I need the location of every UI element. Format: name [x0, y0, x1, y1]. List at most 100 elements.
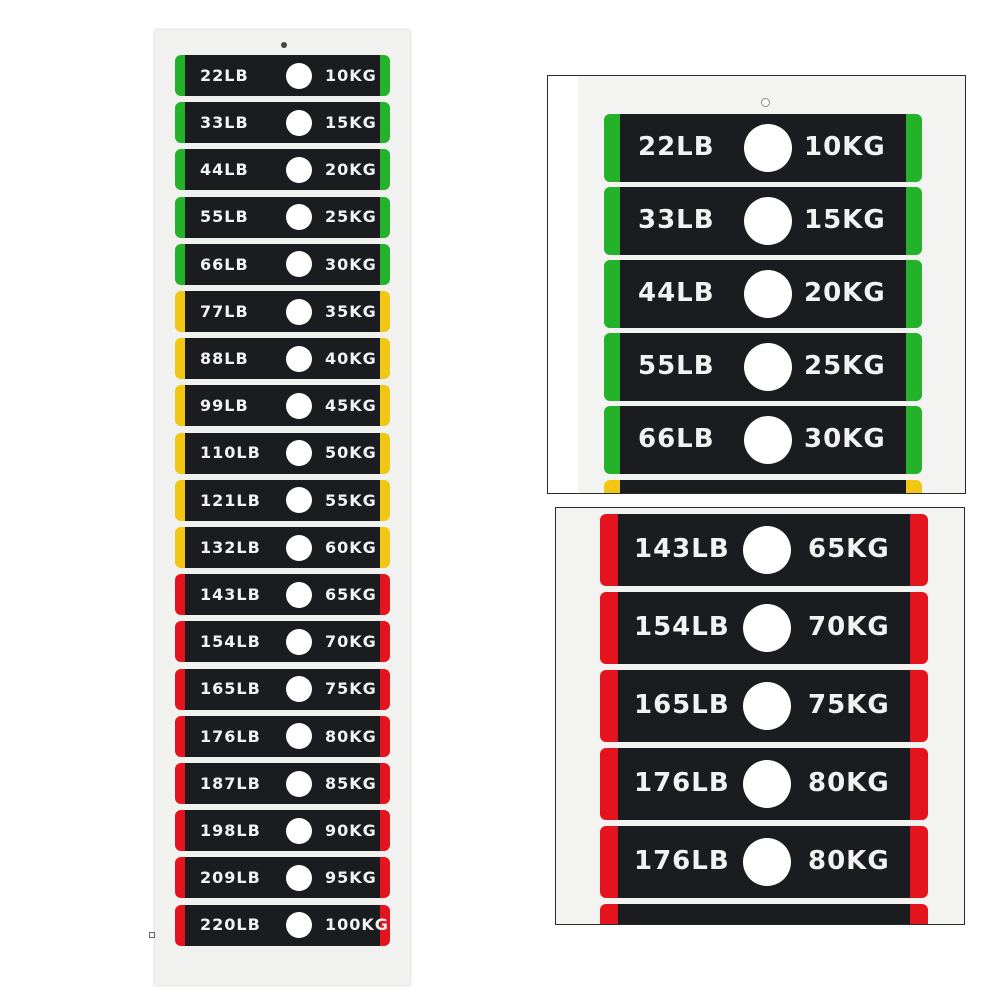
kilogram-value: 80KG — [325, 726, 377, 746]
pound-value: 88LB — [200, 349, 249, 369]
pound-value: 44LB — [638, 278, 715, 309]
peg-hole-dot — [286, 204, 312, 231]
kilogram-value: 65KG — [808, 534, 890, 565]
pound-value: 198LB — [200, 821, 261, 841]
label-black-field — [185, 668, 380, 710]
peg-hole-dot — [286, 628, 312, 655]
pound-value: 176LB — [634, 768, 730, 799]
pound-value: 143LB — [200, 585, 261, 605]
kilogram-value: 15KG — [325, 113, 377, 133]
peg-hole-dot — [286, 109, 312, 136]
peg-hole-dot — [286, 298, 312, 325]
weight-label-row: 132LB 60KG — [175, 527, 390, 568]
pound-value: 55LB — [638, 351, 715, 382]
peg-hole-dot — [744, 416, 792, 464]
peg-hole-dot — [744, 197, 792, 245]
pound-value: 121LB — [200, 490, 261, 510]
kilogram-value: 25KG — [804, 351, 886, 382]
peg-hole-dot — [286, 156, 312, 183]
peg-hole-dot — [286, 251, 312, 278]
peg-hole-dot — [743, 604, 791, 652]
label-black-field — [185, 149, 380, 191]
peg-hole-dot — [744, 124, 792, 172]
weight-label-row: 44LB 20KG — [604, 260, 922, 328]
kilogram-value: 15KG — [804, 205, 886, 236]
kilogram-value: 95KG — [325, 868, 377, 888]
weight-label-row: 187LB 85KG — [175, 763, 390, 804]
peg-hole-dot — [286, 62, 312, 89]
pound-value: 154LB — [634, 612, 730, 643]
label-black-field — [185, 196, 380, 238]
zoom-sheet-hole — [761, 98, 770, 107]
label-black-field — [185, 715, 380, 757]
pound-value: 220LB — [200, 915, 261, 935]
pound-value: 33LB — [638, 205, 715, 236]
pound-value: 165LB — [200, 679, 261, 699]
peg-hole-dot — [286, 440, 312, 467]
label-black-field — [185, 763, 380, 804]
peg-hole-dot — [743, 682, 791, 730]
kilogram-value: 30KG — [325, 254, 377, 274]
pound-value: 22LB — [638, 132, 715, 163]
peg-hole-dot — [743, 526, 791, 574]
peg-hole-dot — [286, 487, 312, 514]
kilogram-value: 70KG — [325, 632, 377, 652]
weight-label-row: 33LB 15KG — [604, 187, 922, 255]
kilogram-value: 100KG — [325, 915, 389, 935]
label-black-field — [185, 291, 380, 332]
kilogram-value: 25KG — [325, 207, 377, 227]
label-black-field — [185, 621, 380, 663]
peg-hole-dot — [286, 864, 312, 891]
next-label-peek-yellow — [604, 480, 922, 493]
kilogram-value: 85KG — [325, 773, 377, 793]
pound-value: 209LB — [200, 868, 261, 888]
peg-hole-dot — [286, 676, 312, 703]
kilogram-value: 50KG — [325, 443, 377, 463]
pound-value: 132LB — [200, 537, 261, 557]
pound-value: 187LB — [200, 773, 261, 793]
peg-hole-dot — [286, 912, 312, 939]
peg-hole-dot — [286, 534, 312, 561]
label-black-field — [185, 55, 380, 96]
kilogram-value: 55KG — [325, 490, 377, 510]
peg-hole-dot — [744, 343, 792, 391]
peg-hole-dot — [286, 770, 312, 797]
peg-hole-dot — [286, 392, 312, 419]
kilogram-value: 80KG — [808, 846, 890, 877]
pound-value: 110LB — [200, 443, 261, 463]
label-black-field — [185, 574, 380, 616]
kilogram-value: 35KG — [325, 301, 377, 321]
pound-value: 165LB — [634, 690, 730, 721]
next-label-peek-red — [600, 904, 928, 924]
pound-value: 143LB — [634, 534, 730, 565]
pound-value: 55LB — [200, 207, 249, 227]
pound-value: 44LB — [200, 160, 249, 180]
kilogram-value: 20KG — [804, 278, 886, 309]
weight-label-row: 143LB 65KG — [600, 514, 928, 586]
label-black-field — [185, 479, 380, 521]
peg-hole-dot — [744, 270, 792, 318]
weight-label-row: 110LB 50KG — [175, 432, 390, 474]
label-black-field — [618, 904, 910, 924]
weight-label-row: 220LB 100KG — [175, 904, 390, 946]
pound-value: 99LB — [200, 396, 249, 416]
weight-label-row: 209LB 95KG — [175, 857, 390, 899]
weight-label-row: 55LB 25KG — [175, 196, 390, 238]
kilogram-value: 60KG — [325, 537, 377, 557]
weight-label-row: 55LB 25KG — [604, 333, 922, 401]
label-black-field — [185, 904, 380, 946]
peg-hole-dot — [286, 345, 312, 372]
